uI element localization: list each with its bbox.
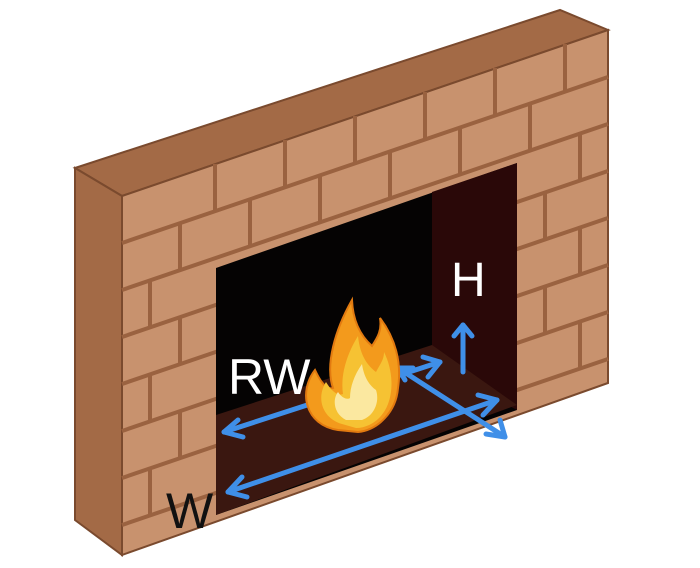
wall-left-side — [74, 166, 123, 557]
dimension-arrows — [221, 322, 508, 500]
width-label: W — [166, 483, 214, 539]
firebox-right-wall — [432, 163, 517, 410]
width-arrow — [225, 392, 500, 500]
rear-width-label: RW — [228, 349, 311, 405]
height-arrow — [451, 322, 475, 375]
flame-icon — [305, 296, 401, 434]
height-label: H — [451, 254, 486, 307]
